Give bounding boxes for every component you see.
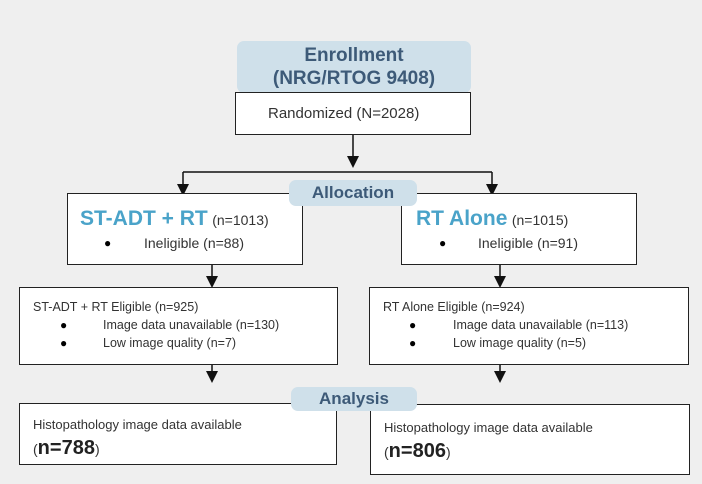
eligible-box-st-adt-rt: ST-ADT + RT Eligible (n=925) ● Image dat… — [19, 287, 338, 365]
enrollment-title: Enrollment — [304, 45, 404, 66]
bullet-icon: ● — [439, 236, 447, 250]
bullet-icon: ● — [60, 318, 68, 332]
analysis-paren-open: ( — [384, 444, 389, 460]
arm-title-st-adt-rt: ST-ADT + RT — [80, 207, 208, 230]
eligible-item: Low image quality (n=5) — [453, 336, 587, 350]
analysis-paren-open: ( — [33, 441, 38, 457]
bullet-icon: ● — [60, 336, 68, 350]
eligible-item: Low image quality (n=7) — [103, 336, 237, 350]
analysis-box-st-adt-rt: Histopathology image data available (n=7… — [19, 403, 337, 465]
randomized-box: Randomized (N=2028) — [235, 92, 471, 135]
arm-box-st-adt-rt: ST-ADT + RT (n=1013) ● Ineligible (n=88) — [67, 193, 303, 265]
eligible-title-st-adt-rt: ST-ADT + RT Eligible (n=925) — [33, 300, 199, 314]
eligible-title-rt-alone: RT Alone Eligible (n=924) — [383, 300, 525, 314]
analysis-text-st-adt-rt: Histopathology image data available — [33, 417, 242, 432]
analysis-n-st-adt-rt: n=788 — [37, 437, 95, 459]
analysis-text-rt-alone: Histopathology image data available — [384, 420, 593, 435]
bullet-icon: ● — [409, 318, 417, 332]
arm-title-rt-alone: RT Alone — [416, 207, 508, 230]
ineligible-st-adt-rt: Ineligible (n=88) — [144, 235, 245, 251]
bullet-icon: ● — [104, 236, 112, 250]
analysis-header: Analysis — [291, 387, 417, 411]
randomized-text: Randomized (N=2028) — [268, 105, 420, 122]
enrollment-subtitle: (NRG/RTOG 9408) — [272, 68, 436, 89]
eligible-item: Image data unavailable (n=130) — [103, 318, 280, 332]
bullet-icon: ● — [409, 336, 417, 350]
ineligible-rt-alone: Ineligible (n=91) — [478, 235, 579, 251]
eligible-box-rt-alone: RT Alone Eligible (n=924) ● Image data u… — [369, 287, 689, 365]
analysis-n-rt-alone: n=806 — [388, 440, 446, 462]
arm-box-rt-alone: RT Alone (n=1015) ● Ineligible (n=91) — [401, 193, 637, 265]
arm-count-rt-alone: (n=1015) — [511, 212, 569, 228]
arm-count-st-adt-rt: (n=1013) — [212, 212, 269, 228]
allocation-header: Allocation — [289, 180, 417, 206]
analysis-paren-close: ) — [445, 444, 451, 460]
enrollment-header: Enrollment (NRG/RTOG 9408) — [237, 41, 471, 93]
analysis-paren-close: ) — [94, 441, 100, 457]
analysis-box-rt-alone: Histopathology image data available (n=8… — [370, 404, 690, 475]
eligible-item: Image data unavailable (n=113) — [453, 318, 629, 332]
